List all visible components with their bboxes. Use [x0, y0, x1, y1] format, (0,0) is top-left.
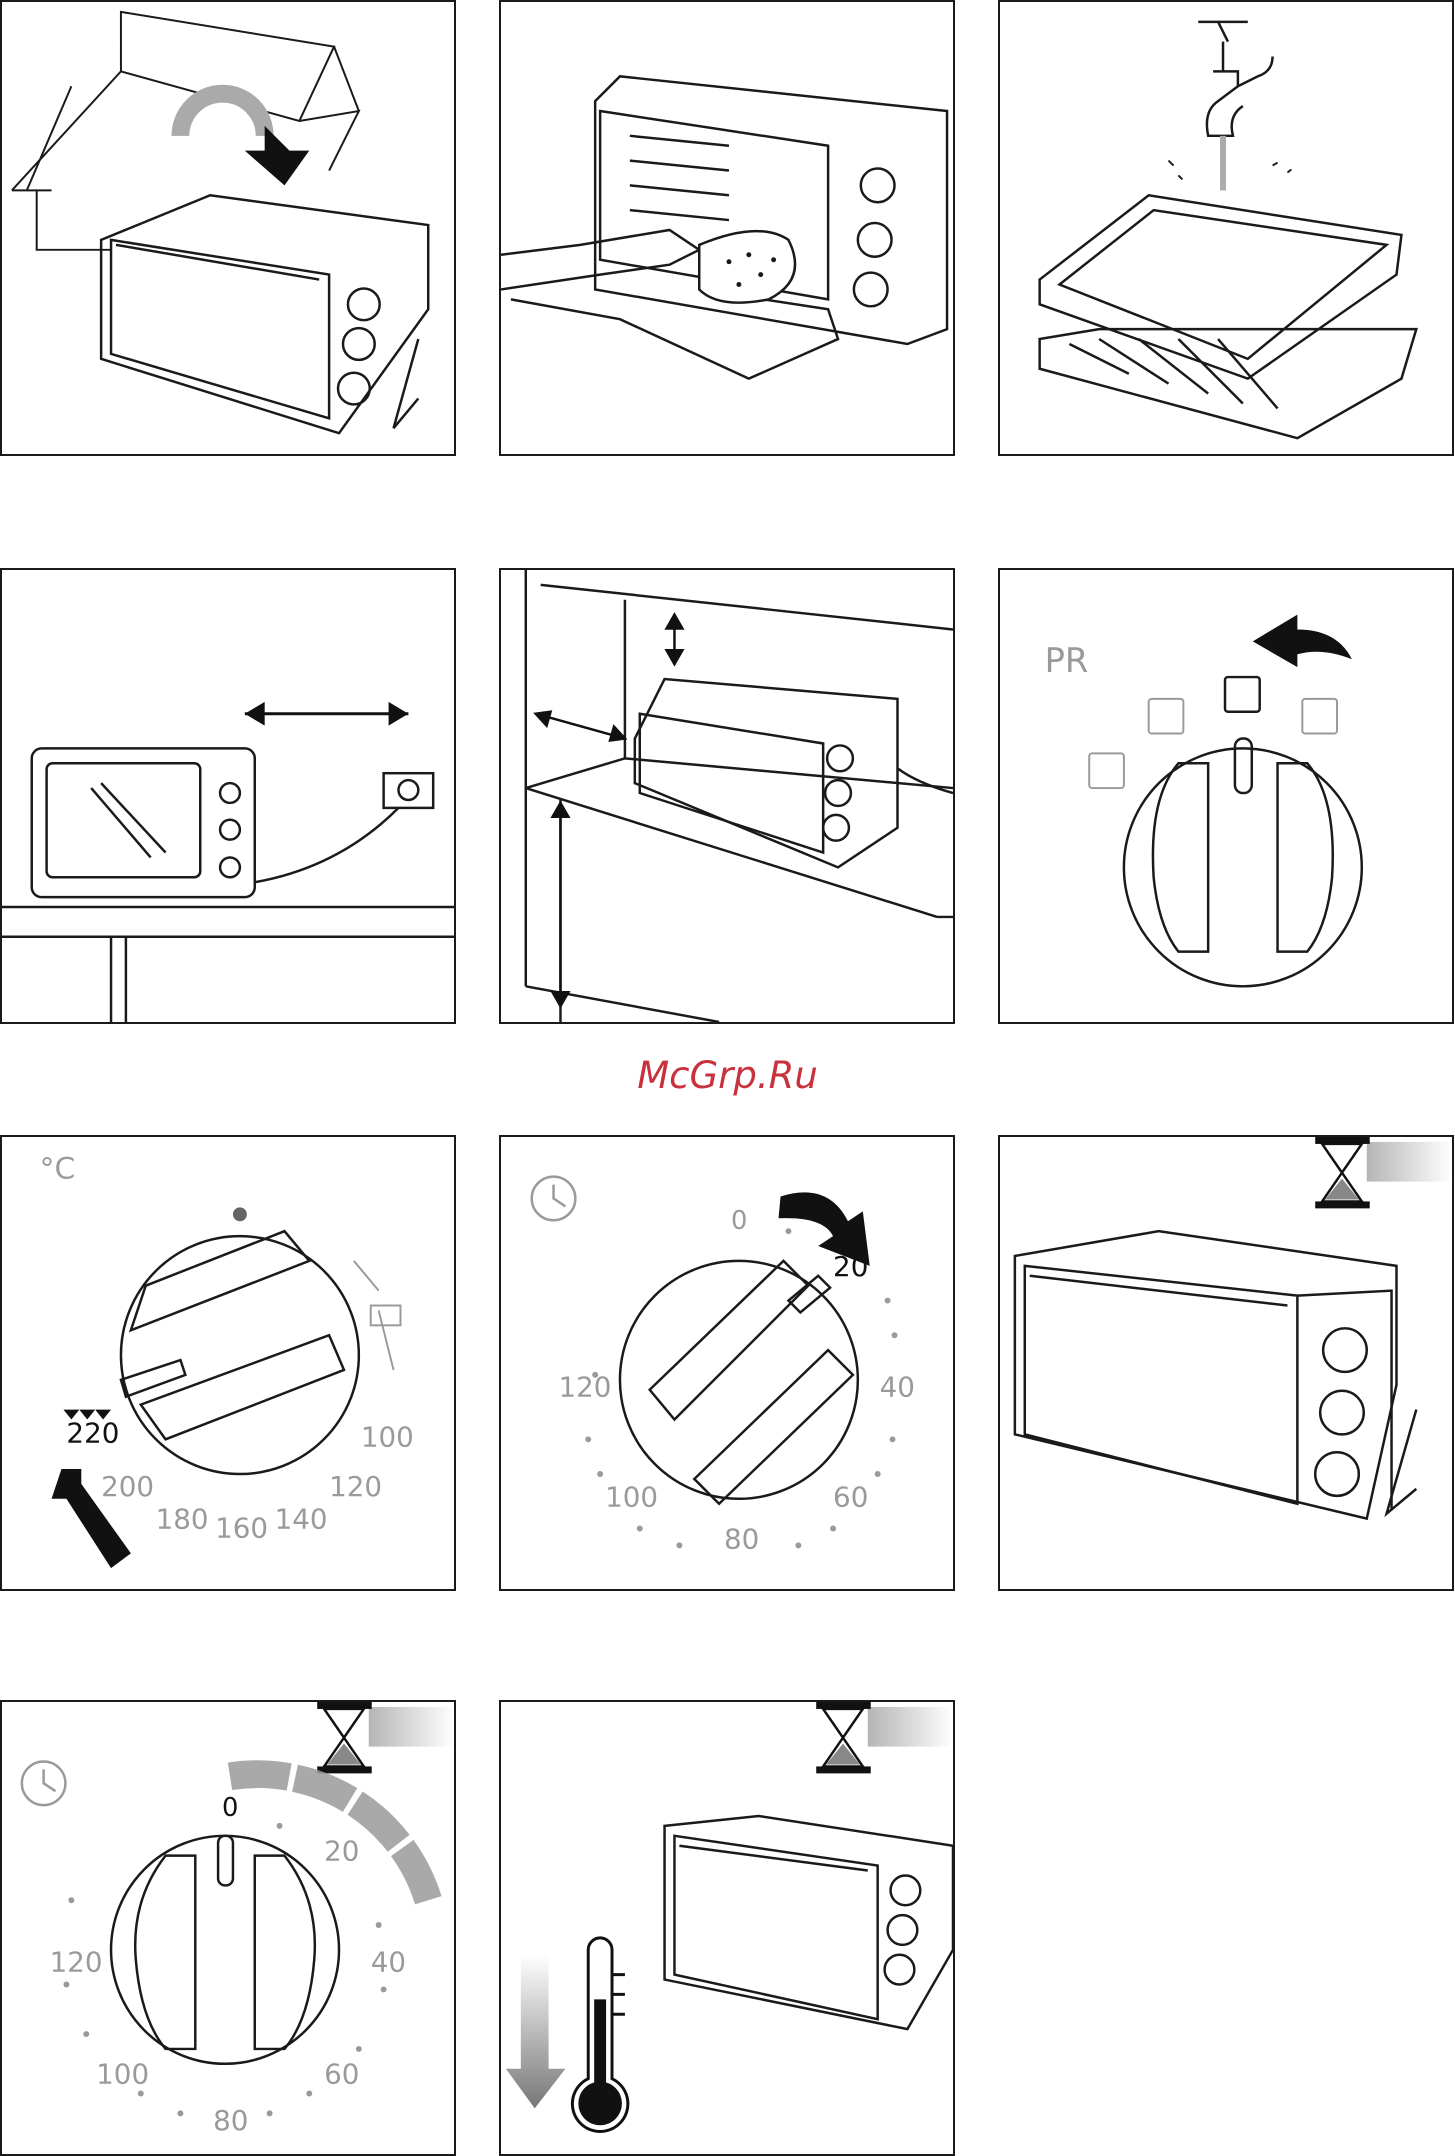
temp-scale-120: 120: [329, 1470, 382, 1503]
timer-selected: 20: [833, 1250, 868, 1283]
countdown-knob: [111, 1836, 339, 2064]
countdown-zero: 0: [222, 1793, 238, 1823]
timer-scale-100: 100: [605, 1481, 658, 1514]
panel-unpack-oven: [0, 0, 456, 456]
timer-countdown-illustration: 0 20 40 60 80 100 120: [2, 1702, 454, 2154]
temperature-knob: [121, 1236, 359, 1474]
arrow-left-icon: [1253, 615, 1352, 668]
panel-cool-down: [499, 1700, 955, 2156]
countdown-scale-80: 80: [213, 2104, 248, 2137]
countdown-scale-60: 60: [324, 2058, 359, 2091]
timer-scale-80: 80: [724, 1522, 759, 1555]
panel-function-selector: PR: [998, 568, 1454, 1024]
temperature-knob-illustration: °C 220 100 120 140 160 180 200: [2, 1137, 454, 1589]
temp-scale-180: 180: [156, 1503, 209, 1536]
timer-scale-120: 120: [558, 1371, 611, 1404]
panel-plug-in: [0, 568, 456, 1024]
clean-interior-illustration: [501, 2, 953, 454]
cool-down-illustration: [501, 1702, 953, 2154]
static-heat-icon: [1225, 677, 1260, 712]
timer-zero: 0: [731, 1206, 747, 1236]
clock-icon: [532, 1177, 576, 1221]
temp-scale-160: 160: [215, 1511, 268, 1544]
temperature-selected: 220: [66, 1416, 119, 1449]
countdown-scale-120: 120: [50, 1946, 103, 1979]
timer-set-illustration: 0 20 40 60 80 100 120: [501, 1137, 953, 1589]
timer-knob: [620, 1261, 858, 1499]
temp-scale-140: 140: [275, 1503, 328, 1536]
temperature-unit: °C: [40, 1152, 76, 1187]
clock-icon: [22, 1761, 66, 1805]
hourglass-icon: [317, 1702, 372, 1773]
function-knob: [1124, 748, 1362, 986]
hourglass-icon: [1315, 1137, 1370, 1208]
clearance-illustration: [501, 570, 953, 1022]
panel-clearance: [499, 568, 955, 1024]
plug-in-illustration: [2, 570, 454, 1022]
panel-wash-accessories: [998, 0, 1454, 456]
watermark: McGrp.Ru: [0, 1054, 1455, 1097]
unpack-illustration: [2, 2, 454, 454]
defrost-icon: [1089, 753, 1124, 788]
countdown-scale-20: 20: [324, 1835, 359, 1868]
panel-cooking-wait: [998, 1135, 1454, 1591]
cooking-wait-illustration: [1000, 1137, 1452, 1589]
panel-temperature-knob: °C 220 100 120 140 160 180 200: [0, 1135, 456, 1591]
fan-icon: [1149, 699, 1184, 734]
sponge-icon: [699, 231, 795, 303]
arrow-down-icon: [245, 126, 309, 185]
timer-scale-40: 40: [880, 1371, 915, 1404]
pot-icon: [371, 1306, 401, 1326]
countdown-scale-40: 40: [371, 1946, 406, 1979]
panel-timer-set: 0 20 40 60 80 100 120: [499, 1135, 955, 1591]
panel-timer-countdown: 0 20 40 60 80 100 120: [0, 1700, 456, 2156]
temp-scale-200: 200: [101, 1470, 154, 1503]
temp-scale-100: 100: [361, 1420, 414, 1453]
function-label: PR: [1045, 641, 1089, 680]
panel-clean-interior: [499, 0, 955, 456]
top-heat-icon: [1302, 699, 1337, 734]
countdown-scale-100: 100: [96, 2058, 149, 2091]
wash-accessories-illustration: [1000, 2, 1452, 454]
function-selector-illustration: PR: [1000, 570, 1452, 1022]
arrow-down-icon: [506, 1955, 565, 2109]
hourglass-icon: [816, 1702, 871, 1773]
timer-scale-60: 60: [833, 1481, 868, 1514]
thermometer-icon: [572, 1938, 628, 2132]
